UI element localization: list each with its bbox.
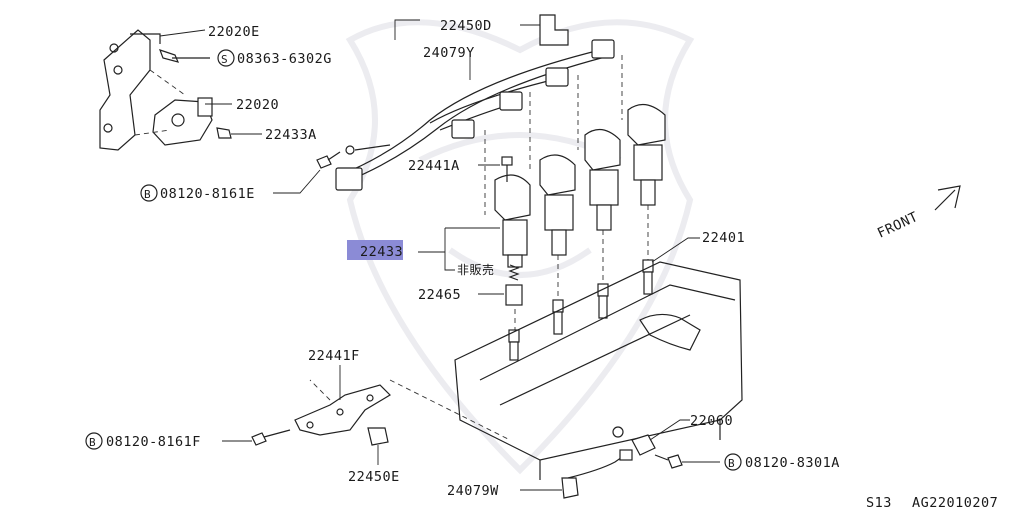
label-22450D[interactable]: 22450D xyxy=(440,18,492,34)
sensor-22060[interactable] xyxy=(612,419,690,456)
b-mark-1: B xyxy=(144,188,151,201)
footer-model: S13 xyxy=(866,495,892,510)
ignition-coil-2[interactable] xyxy=(539,154,576,256)
clip-22450E[interactable] xyxy=(367,427,389,465)
ignition-coil-1[interactable] xyxy=(494,174,531,268)
circle-b-mark-2 xyxy=(85,432,103,450)
bolt-22441A[interactable] xyxy=(478,156,513,182)
label-22441F[interactable]: 22441F xyxy=(308,348,360,364)
circle-b-mark-1 xyxy=(140,184,158,202)
label-24079Y[interactable]: 24079Y xyxy=(423,45,475,61)
bracket-22020E[interactable] xyxy=(99,29,161,151)
spring-not-for-sale xyxy=(508,264,520,281)
bracket-22441F[interactable] xyxy=(294,384,391,436)
label-22020E[interactable]: 22020E xyxy=(208,24,260,40)
label-22433A[interactable]: 22433A xyxy=(265,127,317,143)
front-arrow xyxy=(934,185,961,211)
spark-plug-3[interactable] xyxy=(597,283,609,319)
b-mark-2: B xyxy=(89,436,96,449)
label-22465[interactable]: 22465 xyxy=(418,287,461,303)
highlight-22433 xyxy=(347,240,403,260)
label-08120-8161F[interactable]: 08120-8161F xyxy=(106,434,201,450)
bolt-22433A[interactable] xyxy=(216,127,262,139)
bolt-08120-8161E[interactable] xyxy=(316,151,341,169)
harness-24079W[interactable] xyxy=(520,449,633,499)
circle-b-mark-3 xyxy=(724,453,742,471)
spark-plug-boot-22465[interactable] xyxy=(478,284,523,306)
spark-plug-1[interactable] xyxy=(508,329,520,361)
label-22060[interactable]: 22060 xyxy=(690,413,733,429)
cylinder-head xyxy=(454,261,743,480)
footer-diagram-id: AG22010207 xyxy=(912,495,998,510)
label-08120-8301A[interactable]: 08120-8301A xyxy=(745,455,840,471)
harness-24079Y[interactable] xyxy=(335,39,615,191)
label-22020[interactable]: 22020 xyxy=(236,97,279,113)
sensor-22020[interactable] xyxy=(152,97,213,146)
label-24079W[interactable]: 24079W xyxy=(447,483,499,499)
screw-08363[interactable] xyxy=(158,49,210,63)
label-22441A[interactable]: 22441A xyxy=(408,158,460,174)
spark-plug-2[interactable] xyxy=(552,299,564,335)
label-08120-8161E[interactable]: 08120-8161E xyxy=(160,186,255,202)
ignition-coil-3[interactable] xyxy=(584,129,621,231)
bolt-08120-8301A[interactable] xyxy=(654,454,720,469)
b-mark-3: B xyxy=(728,457,735,470)
label-22433[interactable]: 22433 xyxy=(360,244,403,260)
label-22401[interactable]: 22401 xyxy=(702,230,745,246)
label-22450E[interactable]: 22450E xyxy=(348,469,400,485)
front-label: FRONT xyxy=(875,209,921,242)
label-not-for-sale: 非販売 xyxy=(457,262,495,277)
bolt-08120-8161F[interactable] xyxy=(222,429,291,446)
s-mark: S xyxy=(221,53,228,66)
clip-22450D[interactable] xyxy=(520,14,569,46)
circle-s-mark xyxy=(217,49,235,67)
ignition-coil-4[interactable] xyxy=(627,104,666,206)
label-08363-6302G[interactable]: 08363-6302G xyxy=(237,51,332,67)
